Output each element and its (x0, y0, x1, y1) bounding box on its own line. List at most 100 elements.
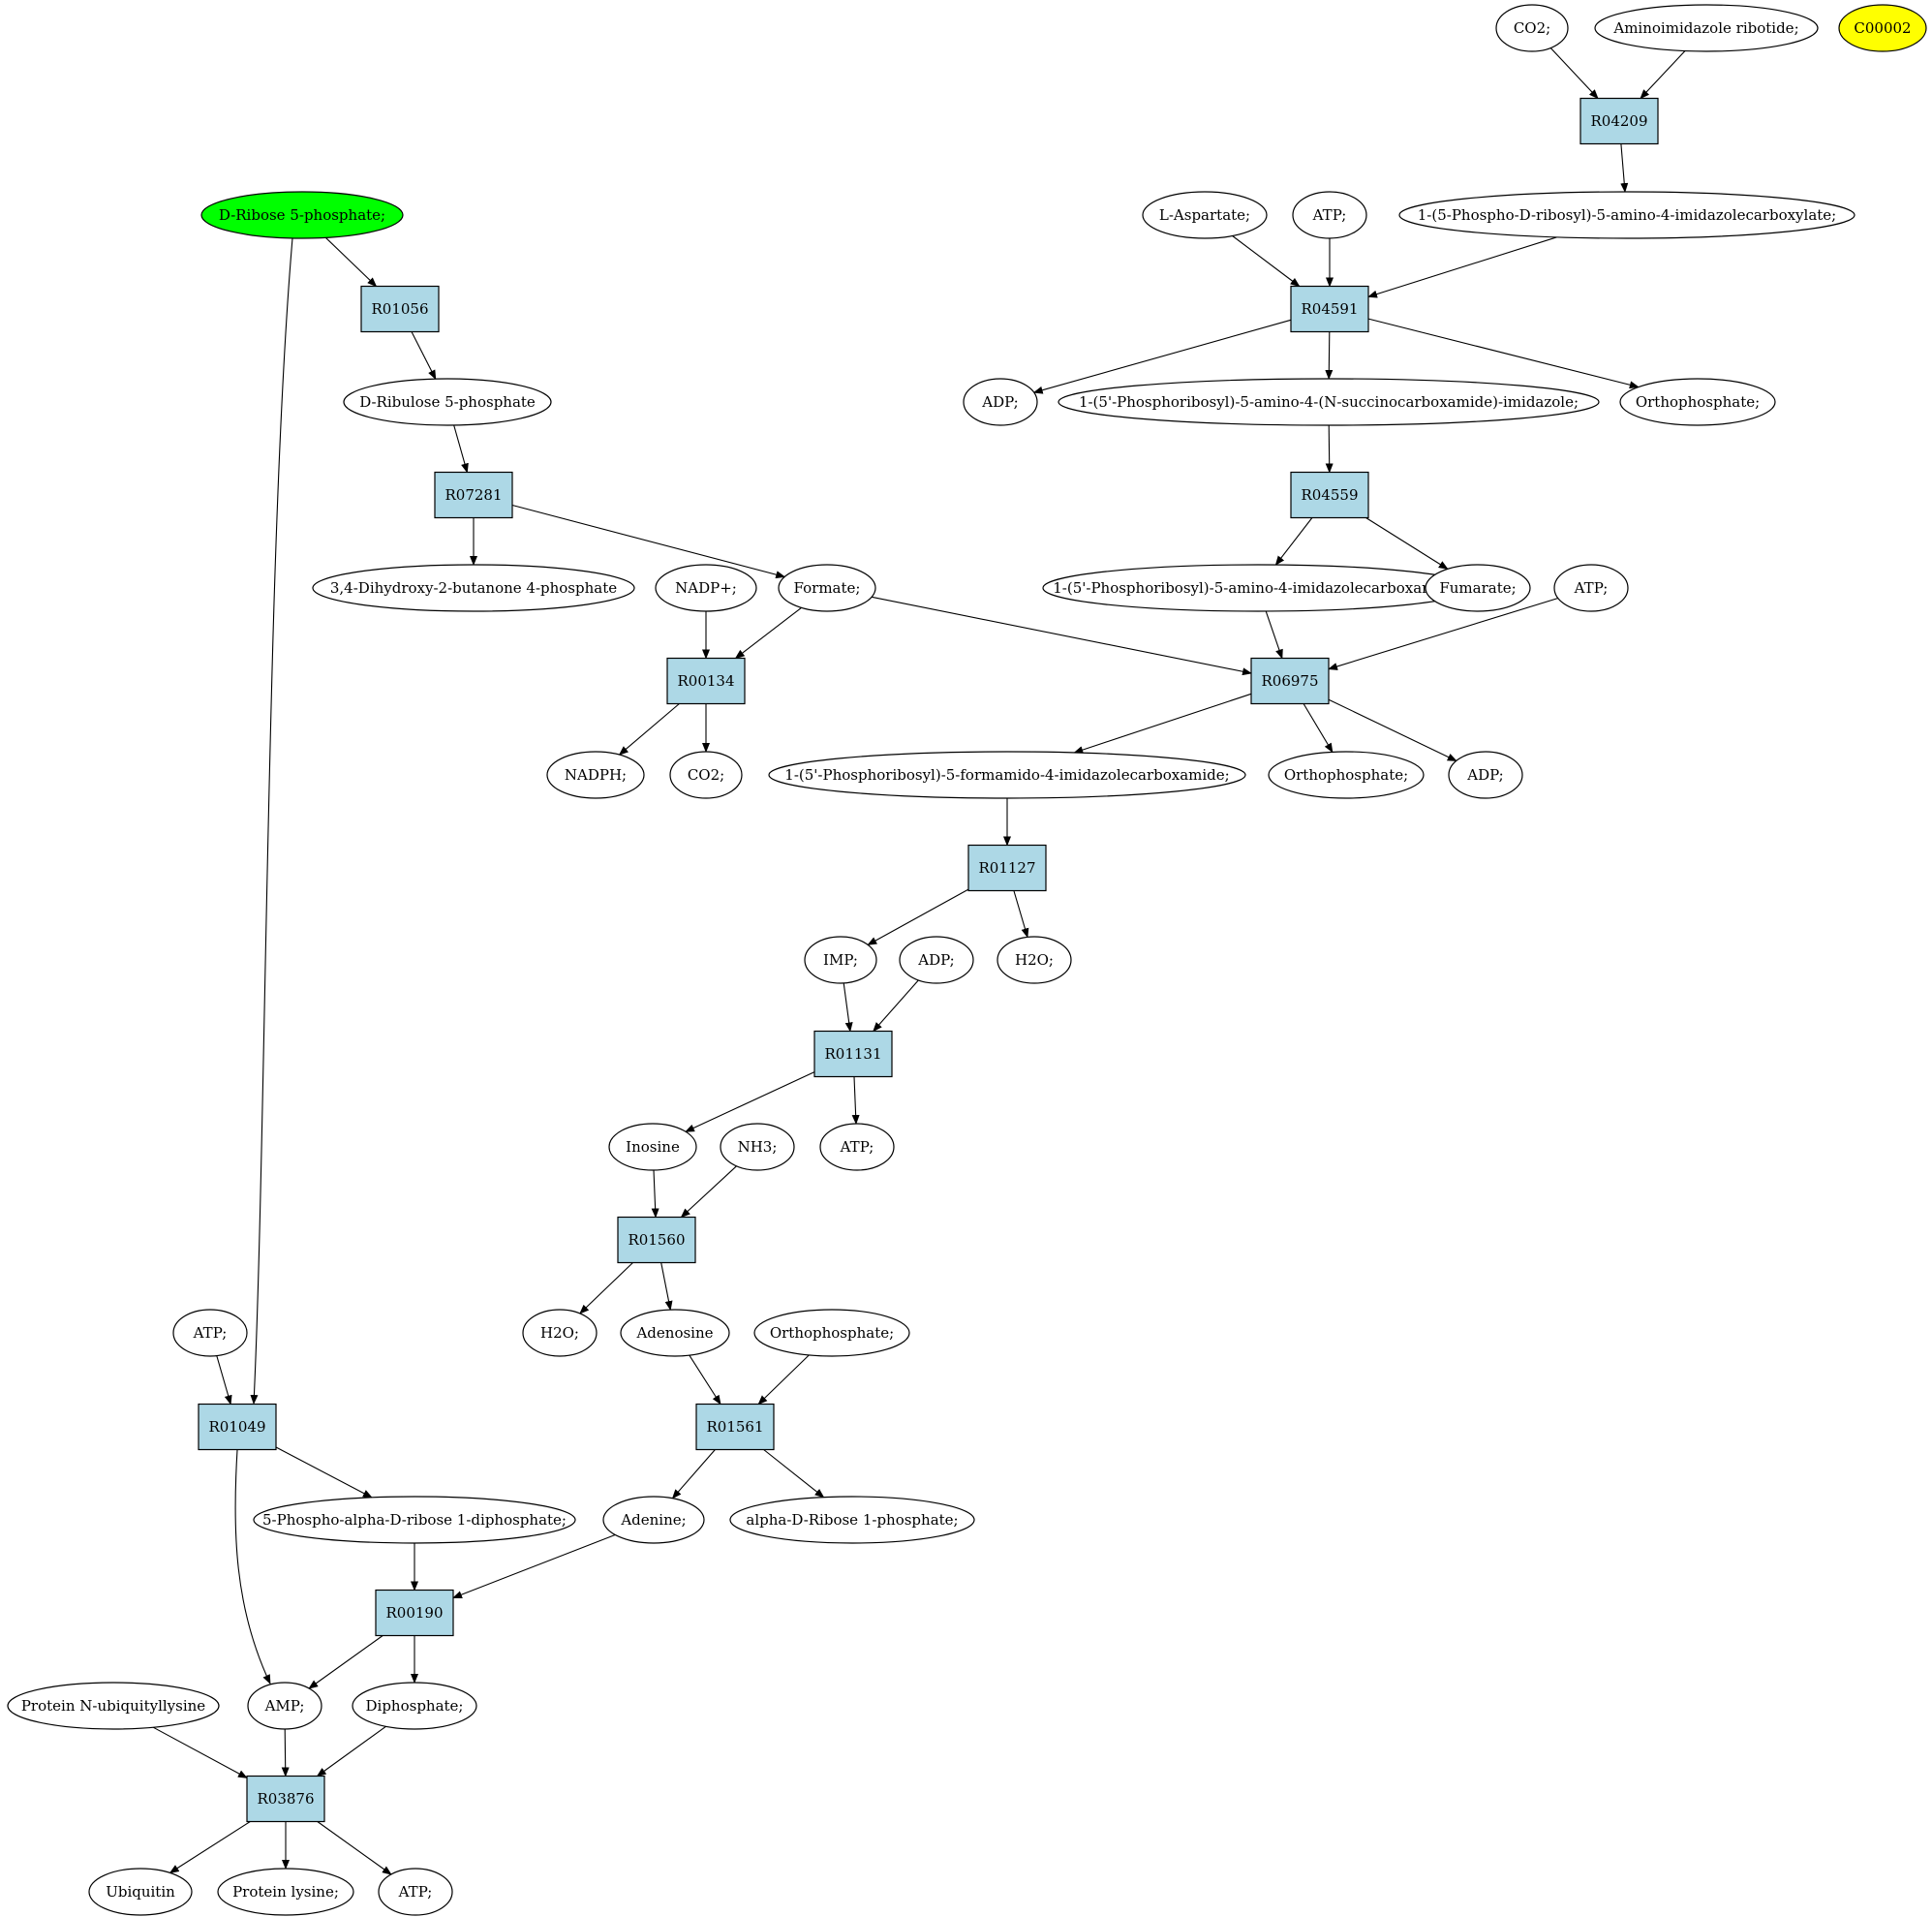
compound-node-fum: Fumarate; (1425, 564, 1531, 612)
compound-node-asp: L-Aspartate; (1142, 191, 1268, 239)
compound-node-imp: IMP; (804, 936, 877, 984)
node-label: R01131 (824, 1045, 881, 1063)
node-label: 1-(5'-Phosphoribosyl)-5-formamido-4-imid… (784, 766, 1229, 784)
compound-node-adp1: ADP; (963, 378, 1038, 426)
node-label: CO2; (688, 766, 724, 784)
node-label: R00190 (385, 1604, 443, 1622)
node-label: R01049 (208, 1418, 265, 1436)
node-label: H2O; (1015, 951, 1054, 969)
compound-node-h2o2: H2O; (522, 1309, 598, 1357)
edge-c_ppi-to-r_R03876 (316, 1725, 386, 1778)
edges-layer (152, 47, 1686, 1875)
compound-node-prpp: 5-Phospho-alpha-D-ribose 1-diphosphate; (253, 1496, 576, 1544)
compound-ellipse (669, 751, 743, 799)
compound-node-pi3: Orthophosphate; (753, 1309, 910, 1357)
compound-ellipse (608, 1123, 697, 1171)
reaction-node-R01561: R01561 (695, 1403, 775, 1451)
node-label: ATP; (193, 1324, 228, 1342)
edge-r_R04559-to-c_aicar (1274, 517, 1313, 566)
node-label: R04591 (1301, 300, 1358, 318)
compound-ellipse (88, 1868, 193, 1916)
edge-c_formate-to-r_R06975 (871, 596, 1252, 676)
edge-c_adp3-to-r_R01131 (873, 979, 919, 1033)
edge-r_R00190-to-c_amp (308, 1635, 383, 1689)
compound-node-saicar: 1-(5'-Phosphoribosyl)-5-amino-4-(N-succi… (1058, 378, 1600, 426)
edge-r_R06975-to-c_adp2 (1328, 698, 1457, 761)
node-label: Aminoimidazole ribotide; (1612, 19, 1798, 37)
compound-ellipse (7, 1682, 220, 1730)
edge-c_dr5p-to-r_R01049 (250, 237, 293, 1405)
edge-r_R01049-to-c_amp (234, 1449, 271, 1685)
edge-c_pnu-to-r_R03876 (152, 1726, 248, 1778)
compound-node-ubq: Ubiquitin (88, 1868, 193, 1916)
compound-node-atp5: ATP; (378, 1868, 453, 1916)
compound-node-air: Aminoimidazole ribotide; (1594, 4, 1819, 52)
compound-ellipse (1553, 564, 1629, 612)
edge-r_R04591-to-c_saicar (1325, 331, 1334, 380)
reaction-node-R00190: R00190 (375, 1589, 454, 1637)
edge-r_R01561-to-c_adenine (671, 1449, 716, 1500)
compound-node-atp1: ATP; (1292, 191, 1367, 239)
reaction-box (617, 1216, 696, 1264)
compound-ellipse (352, 1682, 477, 1730)
edge-c_saicar-to-r_R04559 (1325, 424, 1334, 474)
compound-ellipse (720, 1123, 795, 1171)
edge-c_nh3-to-r_R01560 (680, 1165, 737, 1219)
node-label: CO2; (1514, 19, 1550, 37)
reaction-box (813, 1030, 893, 1078)
compound-node-adenosine: Adenosine (620, 1309, 730, 1357)
compound-ellipse (1448, 751, 1523, 799)
node-label: 1-(5'-Phosphoribosyl)-5-amino-4-(N-succi… (1079, 393, 1579, 411)
compound-node-r1p: alpha-D-Ribose 1-phosphate; (729, 1496, 975, 1544)
compound-ellipse (1425, 564, 1531, 612)
reaction-box (666, 657, 746, 705)
compound-node-c00002: C00002 (1838, 4, 1927, 52)
node-label: NH3; (738, 1138, 778, 1156)
compound-ellipse (253, 1496, 576, 1544)
edge-r_R01056-to-c_ru5p (411, 331, 437, 381)
compound-node-cair: 1-(5-Phospho-D-ribosyl)-5-amino-4-imidaz… (1398, 191, 1855, 239)
compound-ellipse (343, 378, 552, 426)
node-label: 3,4-Dihydroxy-2-butanone 4-phosphate (330, 579, 617, 597)
node-label: 1-(5-Phospho-D-ribosyl)-5-amino-4-imidaz… (1418, 206, 1836, 224)
node-label: AMP; (264, 1697, 305, 1715)
node-label: ADP; (981, 393, 1018, 411)
compound-ellipse (1594, 4, 1819, 52)
node-label: NADP+; (675, 579, 737, 597)
reaction-node-R04559: R04559 (1290, 471, 1369, 519)
node-label: R01560 (628, 1231, 685, 1249)
compound-ellipse (753, 1309, 910, 1357)
compound-ellipse (819, 1123, 895, 1171)
edge-c_imp-to-r_R01131 (843, 982, 853, 1033)
node-label: ADP; (1466, 766, 1503, 784)
node-label: IMP; (823, 951, 858, 969)
reaction-box (246, 1775, 325, 1823)
compound-ellipse (378, 1868, 453, 1916)
edge-r_R04591-to-c_adp1 (1032, 319, 1292, 394)
compound-ellipse (1495, 4, 1569, 52)
reaction-node-R01056: R01056 (360, 285, 440, 333)
node-label: NADPH; (565, 766, 627, 784)
compound-ellipse (620, 1309, 730, 1357)
edge-c_asp-to-r_R04591 (1232, 235, 1301, 288)
edge-r_R00134-to-c_nadph (618, 703, 680, 756)
node-label: Diphosphate; (366, 1697, 464, 1715)
node-label: R06975 (1261, 672, 1318, 690)
reaction-node-R01131: R01131 (813, 1030, 893, 1078)
compound-node-faicar: 1-(5'-Phosphoribosyl)-5-formamido-4-imid… (768, 751, 1246, 799)
compound-node-atp2: ATP; (1553, 564, 1629, 612)
compound-ellipse (312, 564, 635, 612)
reaction-box (1250, 657, 1330, 705)
compound-node-nh3: NH3; (720, 1123, 795, 1171)
node-label: D-Ribose 5-phosphate; (219, 206, 385, 224)
edge-c_pi3-to-r_R01561 (757, 1354, 810, 1406)
edge-c_aicar-to-r_R06975 (1265, 610, 1283, 660)
node-label: R03876 (257, 1790, 314, 1808)
compound-node-formate: Formate; (778, 564, 876, 612)
node-label: Orthophosphate; (1284, 766, 1408, 784)
compound-ellipse (768, 751, 1246, 799)
edge-r_R04591-to-c_pi1 (1367, 318, 1640, 389)
compound-ellipse (1058, 378, 1600, 426)
edge-r_R01131-to-c_atp3 (851, 1076, 860, 1125)
